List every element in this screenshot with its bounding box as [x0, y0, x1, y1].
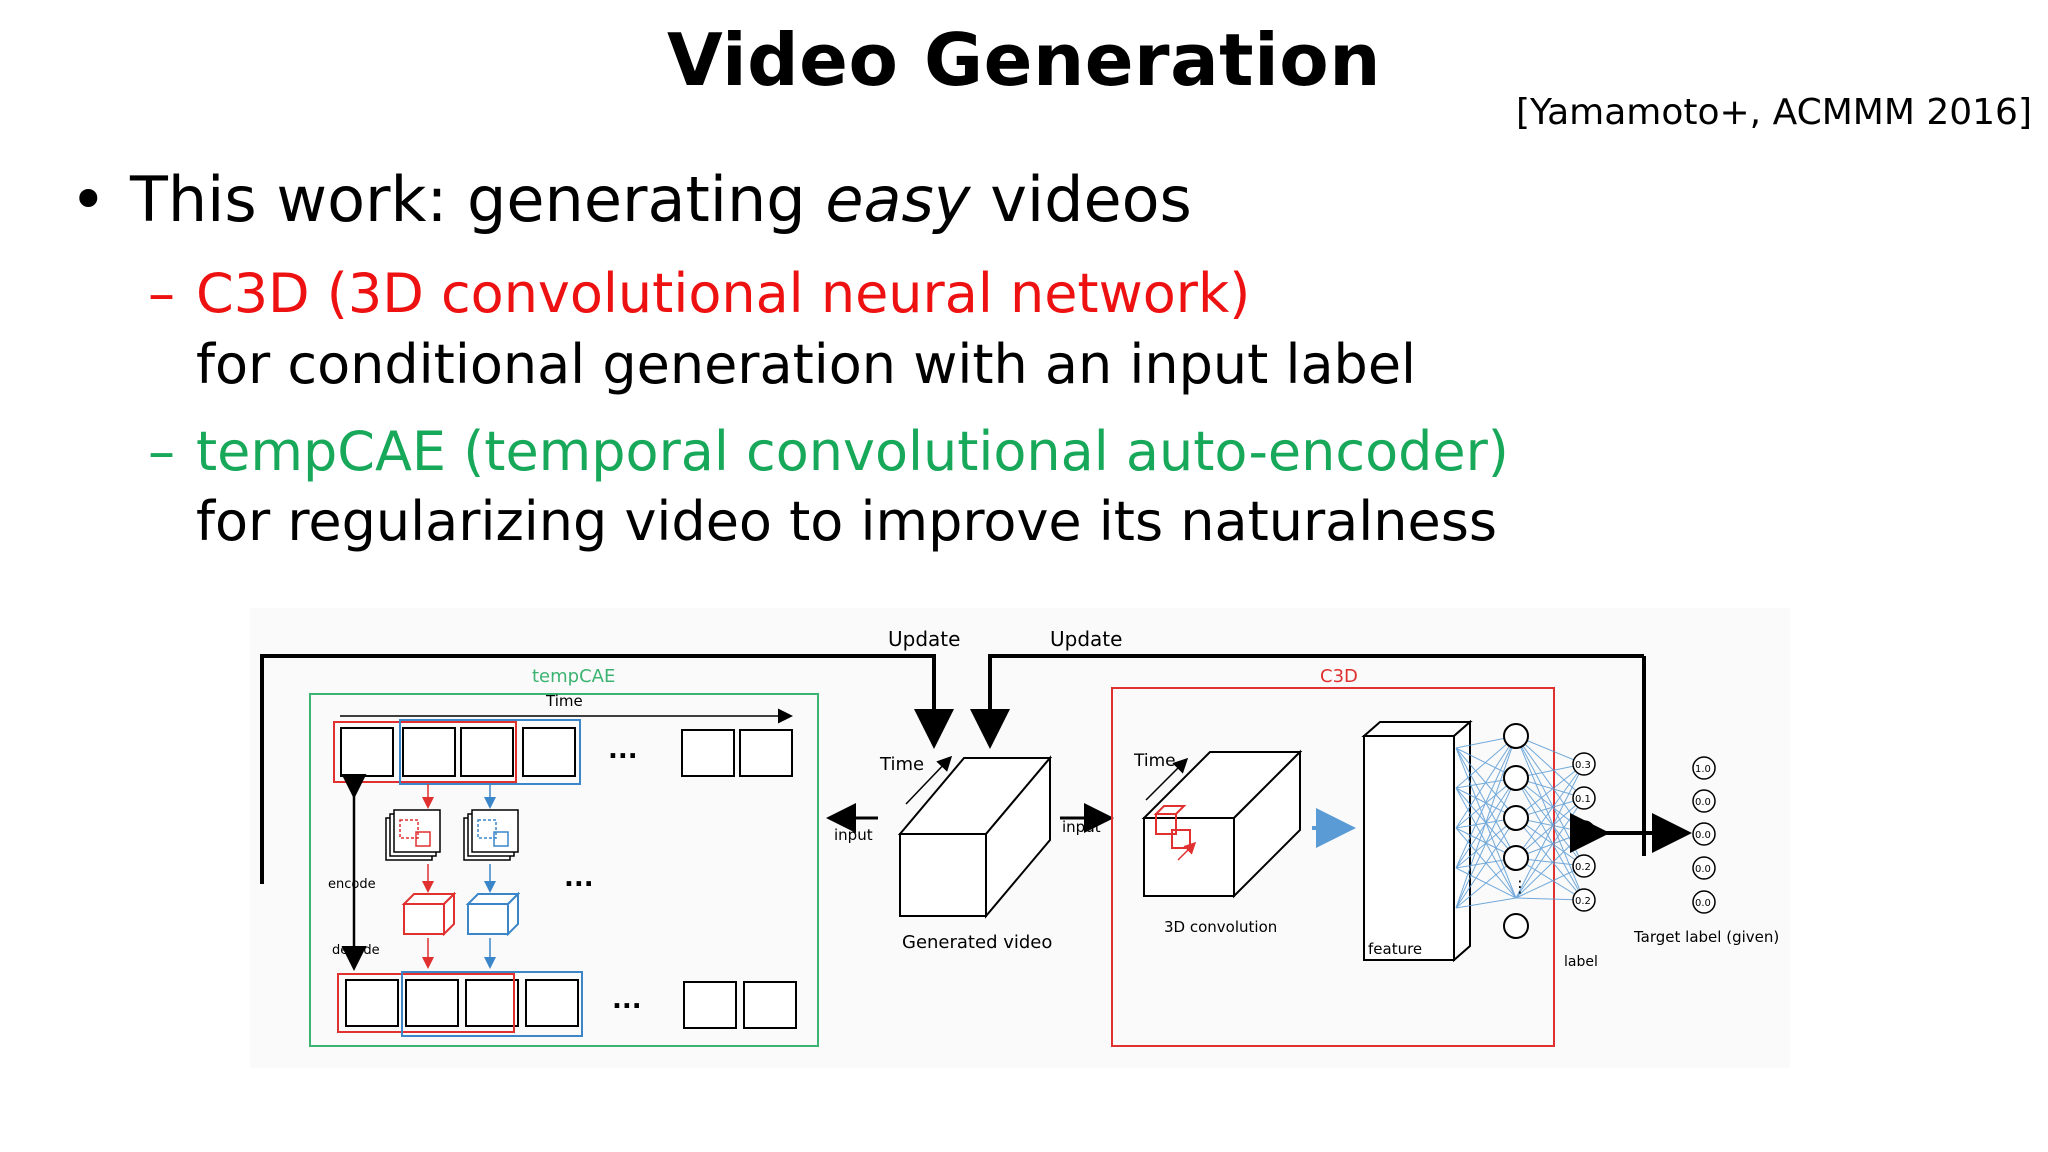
target-value: 0.0 — [1695, 864, 1711, 875]
output-value: 0.2 — [1575, 862, 1591, 873]
target-value: 0.0 — [1695, 898, 1711, 909]
output-value: 0.1 — [1575, 794, 1591, 805]
sub-bullet-c3d: –C3D (3D convolutional neural network) — [148, 262, 1250, 325]
bullet-emphasis: easy — [825, 163, 971, 236]
neuron — [1503, 765, 1529, 791]
ellipsis-bottom: ... — [612, 985, 642, 1015]
target-label: Target label (given) — [1633, 928, 1779, 946]
slide-title: Video Generation — [667, 18, 1381, 102]
feature-label: feature — [1368, 940, 1422, 958]
decode-label: decode — [332, 943, 380, 958]
update-left-label: Update — [888, 627, 960, 651]
sub-bullet-tempcae: –tempCAE (temporal convolutional auto-en… — [148, 420, 1509, 483]
sub-bullet-dash: – — [148, 420, 175, 483]
output-value: 0.2 — [1575, 896, 1591, 907]
tempcae-time-label: Time — [545, 692, 583, 710]
conv-label: 3D convolution — [1164, 918, 1277, 936]
c3d-title: C3D — [1320, 666, 1358, 687]
encode-label: encode — [328, 877, 376, 892]
tempcae-block: tempCAE Time ... — [309, 666, 819, 1047]
neuron — [1503, 723, 1529, 749]
architecture-diagram: Update Update tempCAE Time ... — [260, 627, 1779, 1047]
c3d-time-label: Time — [1133, 751, 1176, 771]
nn-connections — [1455, 735, 1585, 909]
output-label-values: 0.3 0.1 0.2 0.2 0.2 — [1572, 752, 1596, 912]
bullet-dot: • — [70, 163, 107, 236]
neuron-ellipsis: ⋮ — [1512, 877, 1528, 896]
citation: [Yamamoto+, ACMMM 2016] — [1516, 92, 2032, 133]
target-value: 0.0 — [1695, 830, 1711, 841]
bullet-prefix: This work: generating — [130, 163, 826, 236]
output-value: 0.3 — [1575, 760, 1591, 771]
output-value: 0.2 — [1575, 828, 1591, 839]
sub-bullet-tempcae-description: for regularizing video to improve its na… — [196, 490, 1497, 553]
generated-video-label: Generated video — [902, 932, 1052, 953]
update-right-label: Update — [1050, 627, 1122, 651]
generated-video-block: Time Generated video input input — [826, 754, 1114, 953]
neuron — [1503, 845, 1529, 871]
sub-bullet-c3d-description: for conditional generation with an input… — [196, 333, 1417, 396]
input-right-label: input — [1062, 818, 1101, 836]
target-value: 0.0 — [1695, 797, 1711, 808]
ellipsis-middle: ... — [564, 863, 594, 893]
neuron — [1503, 913, 1529, 939]
video-time-label: Time — [879, 754, 924, 775]
label-label: label — [1564, 954, 1598, 970]
target-label-values: 1.0 0.0 0.0 0.0 0.0 — [1692, 756, 1716, 914]
tempcae-title: tempCAE — [532, 666, 615, 687]
ellipsis-top: ... — [608, 735, 638, 765]
update-loop-left — [260, 654, 954, 884]
neuron — [1503, 805, 1529, 831]
main-bullet: • This work: generating easy videos — [70, 163, 1192, 236]
target-value: 1.0 — [1695, 764, 1711, 775]
bullet-suffix: videos — [970, 163, 1192, 236]
c3d-block: C3D Time 3D convolution feature — [1111, 666, 1598, 1047]
input-left-label: input — [834, 826, 873, 844]
architecture-figure: Update Update tempCAE Time ... — [250, 608, 1790, 1068]
sub-bullet-tempcae-highlight: tempCAE (temporal convolutional auto-enc… — [196, 420, 1509, 483]
sub-bullet-dash: – — [148, 262, 175, 325]
sub-bullet-c3d-highlight: C3D (3D convolutional neural network) — [196, 262, 1251, 325]
